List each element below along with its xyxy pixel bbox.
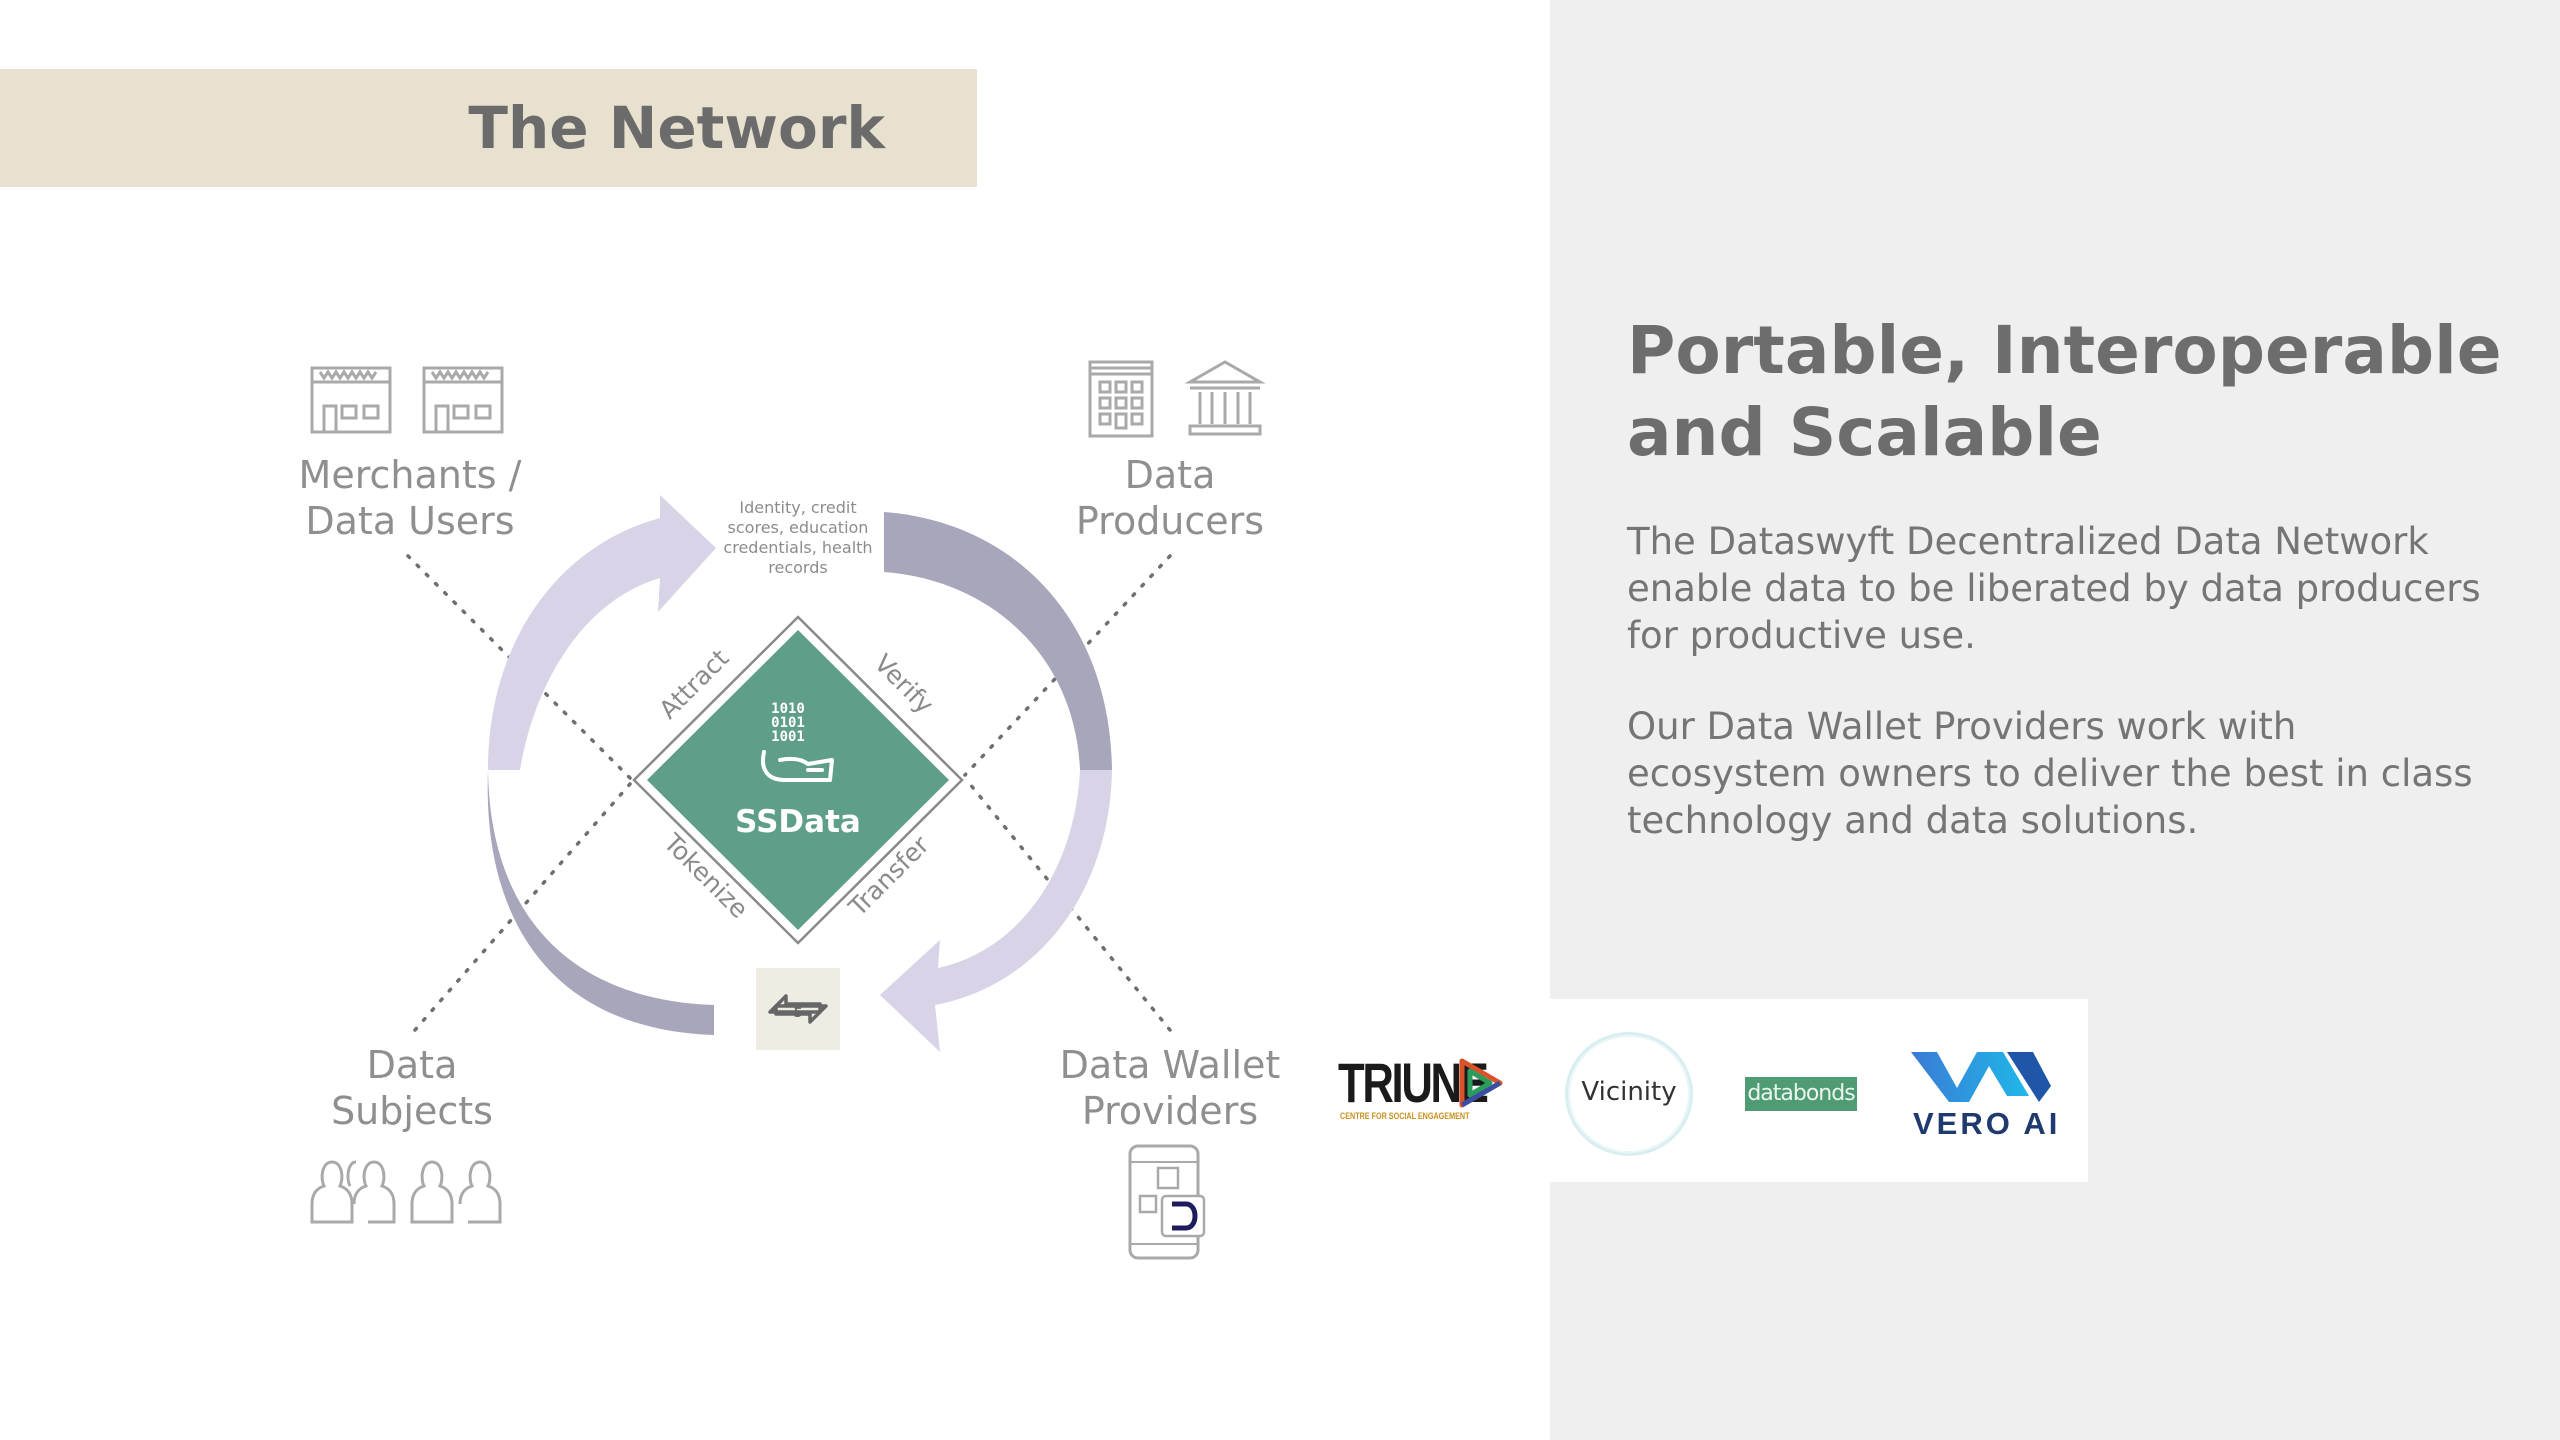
triune-subtitle: CENTRE FOR SOCIAL ENGAGEMENT: [1340, 1111, 1470, 1121]
label-subjects-line2: Subjects: [331, 1089, 493, 1133]
label-merchants-line1: Merchants /: [298, 453, 522, 497]
headline: Portable, Interoperable and Scalable: [1627, 312, 2502, 471]
label-producers-line1: Data: [1124, 453, 1216, 497]
store-icon-1: [310, 366, 392, 434]
store-icons: [310, 366, 504, 434]
vicinity-wordmark: Vicinity: [1581, 1077, 1677, 1107]
identity-note-line: credentials, health: [723, 538, 872, 557]
label-merchants-data-users: Merchants / Data Users: [250, 452, 570, 544]
label-data-producers: Data Producers: [1010, 452, 1330, 544]
producer-icons: [1088, 360, 1266, 438]
svg-text:5: 5: [793, 1006, 802, 1021]
section-title-band: The Network: [0, 69, 977, 187]
triune-play-icon: [1459, 1058, 1503, 1108]
vicinity-logo: Vicinity: [1565, 1032, 1693, 1156]
label-data-wallet-providers: Data Wallet Providers: [1010, 1042, 1330, 1134]
binary-line-2: 0101: [771, 715, 805, 731]
wallet-phone-icon: [1128, 1144, 1206, 1260]
triune-logo: TRIUNE CENTRE FOR SOCIAL ENGAGEMENT: [1338, 1053, 1528, 1121]
exchange-icon: 5: [756, 968, 840, 1050]
label-data-subjects: Data Subjects: [252, 1042, 572, 1134]
databonds-logo: databonds: [1745, 1077, 1857, 1111]
arrow-verify-cycle: [884, 512, 1112, 770]
store-icon-2: [422, 366, 504, 434]
arrow-attract-cycle: [488, 495, 716, 770]
label-wallet-line1: Data Wallet: [1059, 1043, 1281, 1087]
vero-ai-logo: VERO AI: [1905, 1050, 2057, 1141]
vero-ai-mark: [1911, 1052, 2051, 1102]
people-icon-1: [310, 1160, 396, 1224]
arrow-transfer-cycle: [880, 770, 1112, 1052]
office-building-icon: [1088, 360, 1154, 438]
binary-line-1: 1010: [771, 701, 805, 717]
right-panel: [1550, 0, 2560, 1440]
identity-note-line: Identity, credit: [739, 498, 856, 517]
connector-top-right: [963, 554, 1172, 777]
identity-note-line: scores, education: [728, 518, 869, 537]
paragraph-network: The Dataswyft Decentralized Data Network…: [1627, 520, 2481, 657]
people-icon-2: [410, 1160, 502, 1224]
vero-ai-wordmark: VERO AI: [1913, 1106, 2061, 1141]
label-producers-line2: Producers: [1075, 499, 1265, 543]
paragraph-wallet-providers: Our Data Wallet Providers work with ecos…: [1627, 705, 2473, 842]
data-hand-icon: [761, 750, 834, 782]
section-title: The Network: [468, 94, 885, 162]
bank-icon: [1184, 360, 1266, 436]
binary-line-3: 1001: [771, 729, 805, 745]
arrow-left-lower-arc: [487, 770, 714, 1035]
network-diagram: 1010 0101 1001 SSData Attract Verify Tok…: [310, 360, 1266, 1260]
identity-note-line: records: [768, 558, 827, 577]
label-merchants-line2: Data Users: [305, 499, 515, 543]
label-wallet-line2: Providers: [1081, 1089, 1259, 1133]
ssdata-label: SSData: [735, 804, 861, 840]
connector-bottom-left: [413, 782, 632, 1032]
connector-bottom-right: [963, 776, 1172, 1032]
label-subjects-line1: Data: [366, 1043, 458, 1087]
people-icons: [310, 1160, 502, 1224]
